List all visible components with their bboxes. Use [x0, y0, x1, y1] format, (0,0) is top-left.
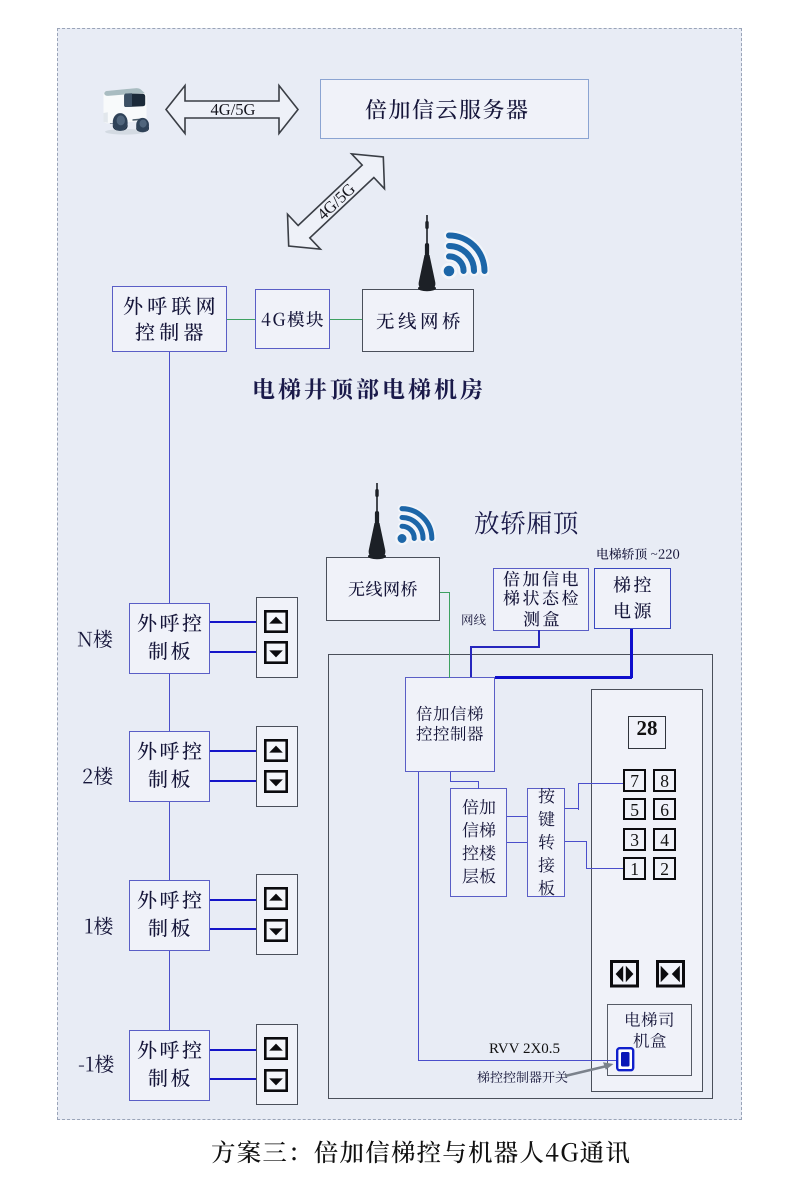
svg-text:4G/5G: 4G/5G: [313, 179, 359, 224]
